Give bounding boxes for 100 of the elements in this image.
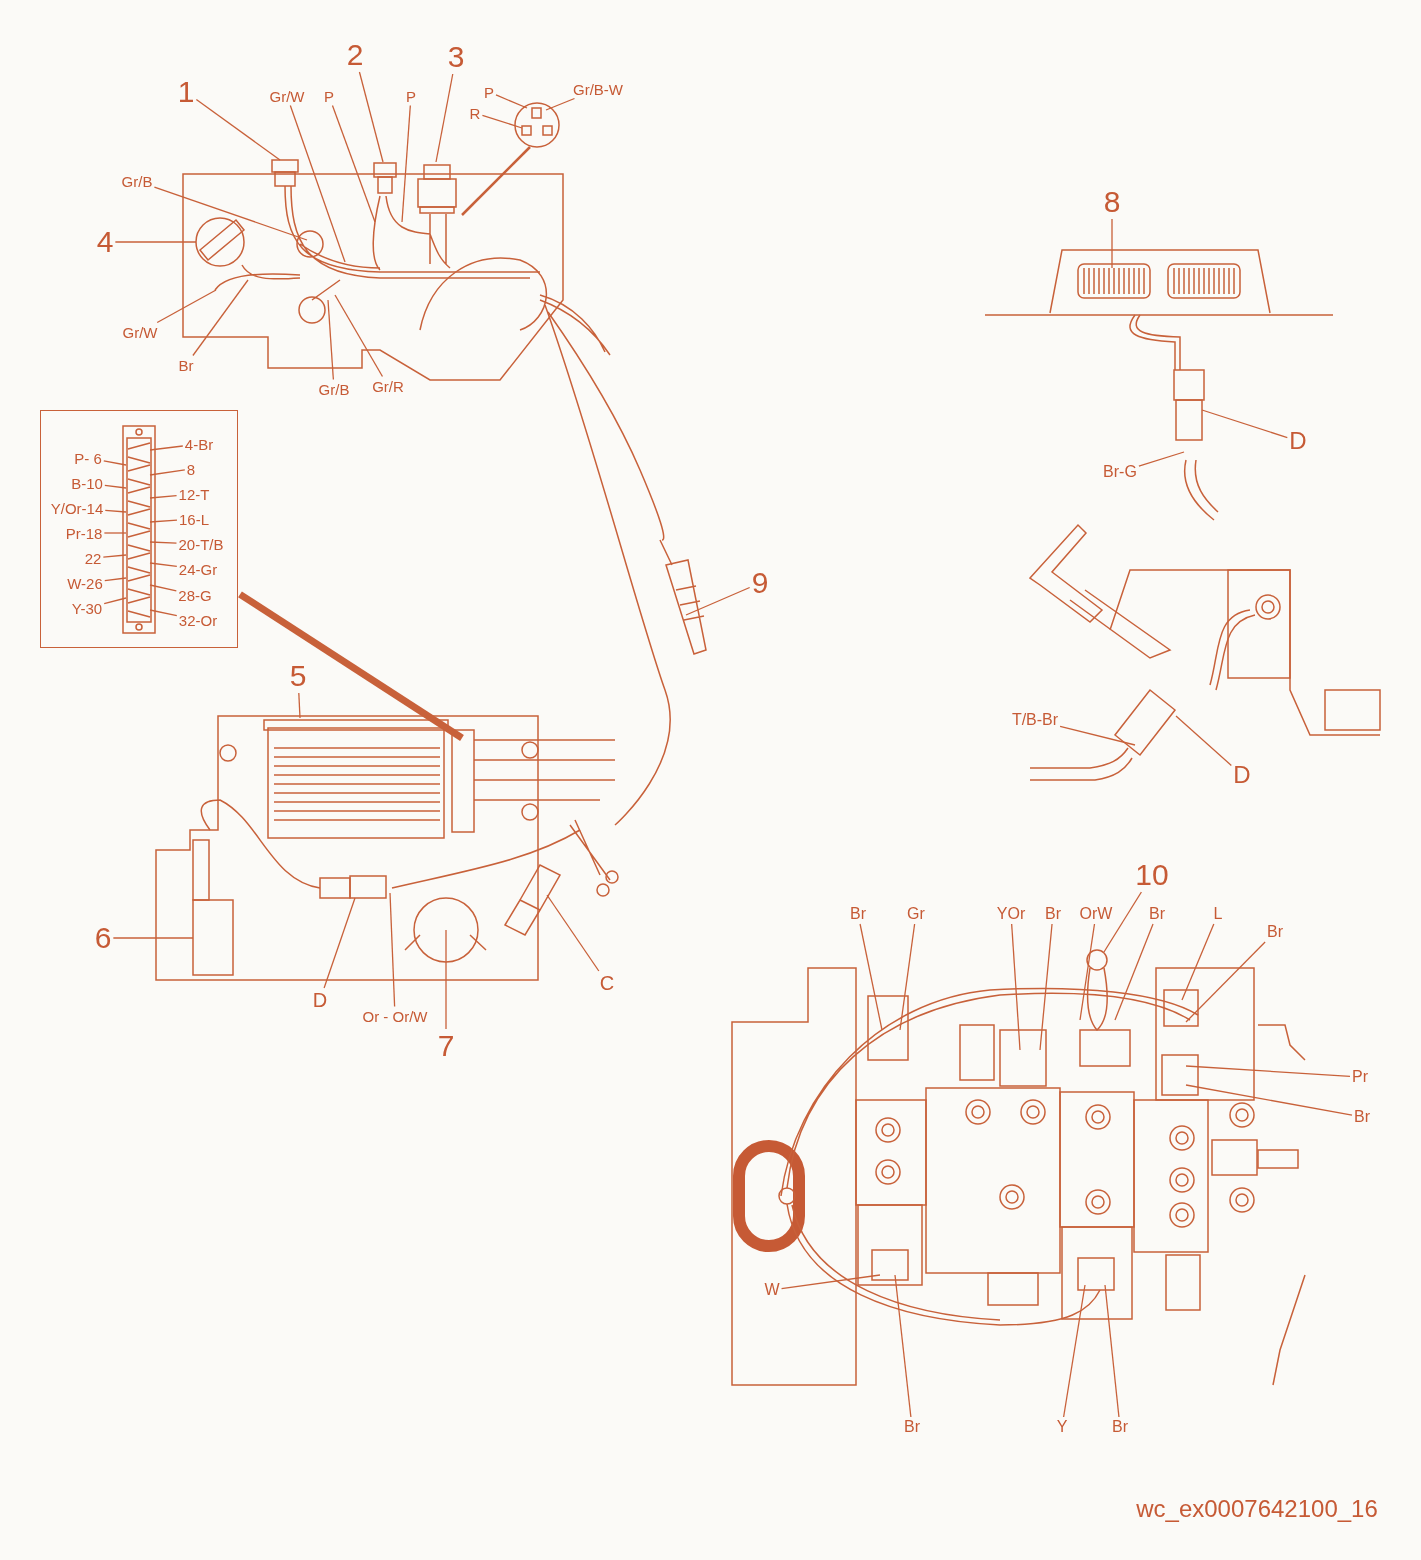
callout-number: 2 bbox=[346, 40, 364, 70]
wire-label: Pr bbox=[1352, 1069, 1368, 1085]
wire-label: Y/Or-14 bbox=[50, 500, 104, 516]
wire-label: Gr/W bbox=[269, 88, 305, 104]
leader-line bbox=[1011, 923, 1021, 1051]
leader-line bbox=[685, 586, 751, 616]
leader-line bbox=[195, 98, 281, 161]
leader-line bbox=[149, 445, 184, 451]
wire-label: 22 bbox=[84, 550, 102, 566]
wire-label: Gr/B-W bbox=[573, 81, 623, 97]
leader-line bbox=[103, 597, 127, 605]
leader-line bbox=[546, 894, 600, 972]
leader-line bbox=[1181, 923, 1215, 1001]
wire-label: Gr bbox=[907, 906, 925, 922]
callout-number: 3 bbox=[447, 42, 465, 72]
wire-label: Y bbox=[1056, 1419, 1068, 1435]
leader-line bbox=[358, 71, 384, 163]
leader-line bbox=[331, 104, 376, 223]
wire-label: P bbox=[406, 88, 416, 104]
leader-line bbox=[1175, 715, 1232, 767]
wire-label: 4-Br bbox=[184, 436, 214, 452]
wire-label: Br bbox=[1112, 1419, 1128, 1435]
terminal-strip-drawing bbox=[122, 425, 156, 634]
wire-label: OrW bbox=[1079, 906, 1113, 922]
wire-label: Or - Or/W bbox=[362, 1008, 428, 1024]
leader-line bbox=[104, 509, 127, 513]
wire-label: Br-G bbox=[1103, 464, 1137, 480]
leader-line bbox=[1103, 891, 1143, 953]
callout-number: 7 bbox=[437, 1031, 455, 1061]
leader-line bbox=[389, 892, 396, 1008]
leader-line bbox=[114, 241, 197, 243]
leader-line bbox=[1138, 451, 1185, 467]
leader-line bbox=[1104, 1284, 1120, 1418]
wire-label: D bbox=[312, 990, 328, 1010]
wire-label: Br bbox=[178, 357, 194, 373]
wire-label: T/B-Br bbox=[1011, 712, 1059, 728]
leader-line bbox=[103, 460, 127, 466]
connector-detail-panel bbox=[40, 410, 238, 648]
wire-label: Br bbox=[1045, 906, 1061, 922]
callout-number: 1 bbox=[177, 77, 195, 107]
callout-number: 10 bbox=[1135, 860, 1169, 890]
leader-line bbox=[894, 1274, 912, 1418]
callout-number: 9 bbox=[751, 568, 769, 598]
wire-label: D bbox=[1289, 429, 1307, 453]
callout-number: 8 bbox=[1103, 187, 1121, 217]
leader-line bbox=[435, 73, 454, 163]
leader-line bbox=[1185, 941, 1266, 1023]
wire-label: 32-Or bbox=[178, 612, 218, 628]
wire-label: B-10 bbox=[71, 475, 103, 491]
wire-label: 20-T/B bbox=[178, 536, 224, 552]
wire-label: P- 6 bbox=[74, 450, 102, 466]
wire-label: W-26 bbox=[67, 575, 103, 591]
cable bbox=[544, 304, 671, 826]
leader-line bbox=[780, 1274, 881, 1290]
leader-line bbox=[481, 114, 523, 129]
leader-line bbox=[1062, 1284, 1086, 1418]
valve-block-drawing bbox=[731, 949, 1306, 1386]
wire-label: Y-30 bbox=[71, 600, 103, 616]
leader-line bbox=[238, 591, 464, 741]
wire-label: Br bbox=[1354, 1109, 1370, 1125]
leader-line bbox=[289, 104, 346, 263]
leader-line bbox=[445, 929, 447, 1030]
leader-line bbox=[334, 294, 384, 378]
wire-label: Pr-18 bbox=[65, 525, 103, 541]
leader-line bbox=[149, 519, 178, 523]
leader-line bbox=[899, 923, 916, 1031]
leader-line bbox=[1201, 409, 1288, 439]
light-bar-drawing bbox=[984, 249, 1334, 521]
wire-label: 16-L bbox=[179, 511, 209, 527]
wire-label: 8 bbox=[186, 461, 196, 477]
leader-line bbox=[104, 484, 127, 489]
leader-line bbox=[859, 923, 883, 1031]
leader-line bbox=[149, 609, 178, 617]
leader-line bbox=[149, 584, 177, 592]
leader-line bbox=[149, 541, 178, 544]
wire-label: 12-T bbox=[178, 486, 210, 502]
wire-label: Br bbox=[1267, 924, 1283, 940]
leader-line bbox=[298, 692, 301, 719]
leader-line bbox=[149, 469, 186, 476]
leader-line bbox=[1079, 923, 1096, 1021]
wire-label: C bbox=[599, 973, 615, 993]
leader-line bbox=[323, 897, 356, 989]
leader-line bbox=[495, 94, 528, 109]
leader-line bbox=[192, 279, 249, 357]
wire-label: Gr/B bbox=[318, 381, 350, 397]
wire-label: L bbox=[1213, 906, 1223, 922]
wire-label: Br bbox=[904, 1419, 920, 1435]
leader-line bbox=[112, 937, 194, 939]
wire-label: Gr/W bbox=[122, 324, 158, 340]
wire-label: R bbox=[469, 105, 481, 121]
figure-id: wc_ex0007642100_16 bbox=[1136, 1497, 1378, 1521]
leader-line bbox=[149, 562, 178, 567]
leader-line bbox=[327, 299, 334, 381]
leader-line bbox=[545, 97, 576, 111]
leader-line bbox=[156, 289, 217, 324]
wire-label: P bbox=[484, 84, 494, 100]
leader-line bbox=[401, 104, 411, 223]
wire-label: YOr bbox=[996, 906, 1026, 922]
callout-number: 5 bbox=[289, 661, 307, 691]
wire-label: Gr/R bbox=[372, 378, 404, 394]
